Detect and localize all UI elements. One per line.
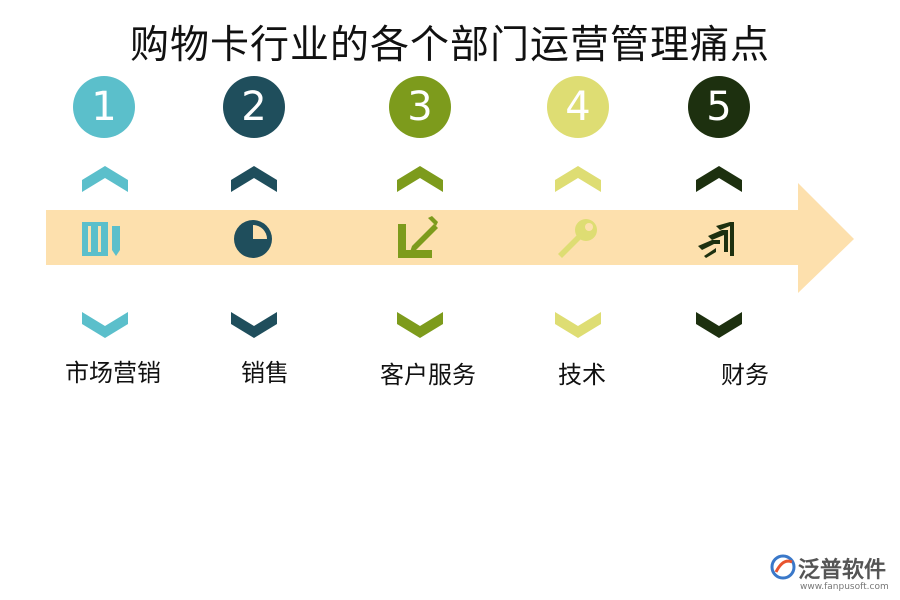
chevron-up-icon — [82, 166, 128, 192]
step-number-badge: 5 — [688, 76, 750, 138]
department-label: 客户服务 — [380, 361, 476, 389]
step-number-badge: 4 — [547, 76, 609, 138]
notebook-icon — [82, 222, 120, 256]
chevron-down-icon — [231, 312, 277, 338]
department-label: 销售 — [241, 359, 289, 387]
step-number-badge: 1 — [73, 76, 135, 138]
step-number-badge: 2 — [223, 76, 285, 138]
chevron-up-icon — [696, 166, 742, 192]
chevron-down-icon — [397, 312, 443, 338]
department-label: 财务 — [721, 361, 769, 389]
pie-chart-icon — [234, 220, 272, 258]
wrench-icon — [558, 219, 597, 258]
timeline-arrow — [46, 183, 854, 293]
chevron-down-icon — [696, 312, 742, 338]
logo-icon — [770, 554, 796, 580]
department-label: 市场营销 — [65, 359, 161, 387]
logo-name: 泛普软件 — [798, 558, 887, 583]
logo-url: www.fanpusoft.com — [800, 582, 889, 592]
chevron-up-icon — [231, 166, 277, 192]
pencil-icon — [398, 216, 438, 258]
chevron-down-icon — [555, 312, 601, 338]
page-title: 购物卡行业的各个部门运营管理痛点 — [129, 23, 770, 68]
chevron-up-icon — [555, 166, 601, 192]
step-number-badge: 3 — [389, 76, 451, 138]
growth-arrows-icon — [698, 222, 734, 258]
chevron-down-icon — [82, 312, 128, 338]
brand-logo: 泛普软件 www.fanpusoft.com — [770, 552, 895, 596]
chevron-up-icon — [397, 166, 443, 192]
department-label: 技术 — [558, 361, 606, 389]
